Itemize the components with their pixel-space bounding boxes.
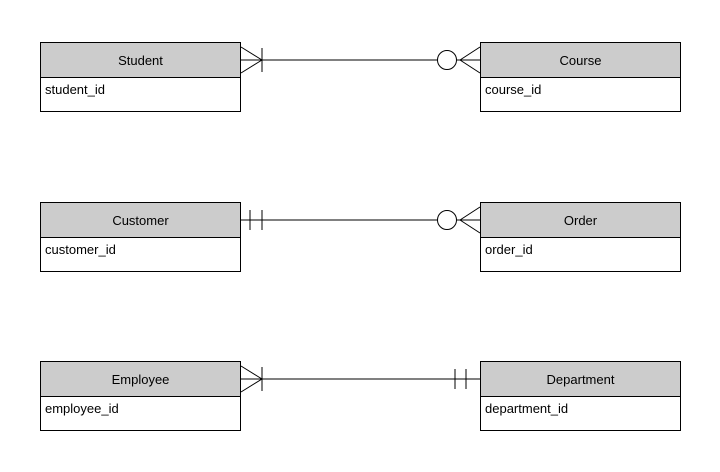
entity-attribute: employee_id [41,397,240,430]
entity-course: Course course_id [480,42,681,112]
entity-employee: Employee employee_id [40,361,241,431]
entity-attribute: department_id [481,397,680,430]
relationship-student-course [240,46,481,74]
entity-attribute: customer_id [41,238,240,271]
exactly-one-bars-icon [249,210,263,230]
entity-title: Course [481,43,680,78]
entity-department: Department department_id [480,361,681,431]
entity-title: Department [481,362,680,397]
entity-title: Student [41,43,240,78]
exactly-one-bars-icon [454,369,467,389]
entity-title: Employee [41,362,240,397]
entity-title: Order [481,203,680,238]
relationship-customer-order [241,206,481,234]
relationship-employee-department [240,365,480,393]
zero-circle-icon [437,50,457,70]
entity-attribute: order_id [481,238,680,271]
entity-student: Student student_id [40,42,241,112]
entity-attribute: course_id [481,78,680,111]
crows-foot-icon [459,206,481,234]
entity-customer: Customer customer_id [40,202,241,272]
crows-foot-one-icon [240,46,263,74]
zero-circle-icon [437,210,457,230]
entity-title: Customer [41,203,240,238]
crows-foot-one-icon [240,365,263,393]
entity-attribute: student_id [41,78,240,111]
crows-foot-icon [459,46,481,74]
entity-order: Order order_id [480,202,681,272]
